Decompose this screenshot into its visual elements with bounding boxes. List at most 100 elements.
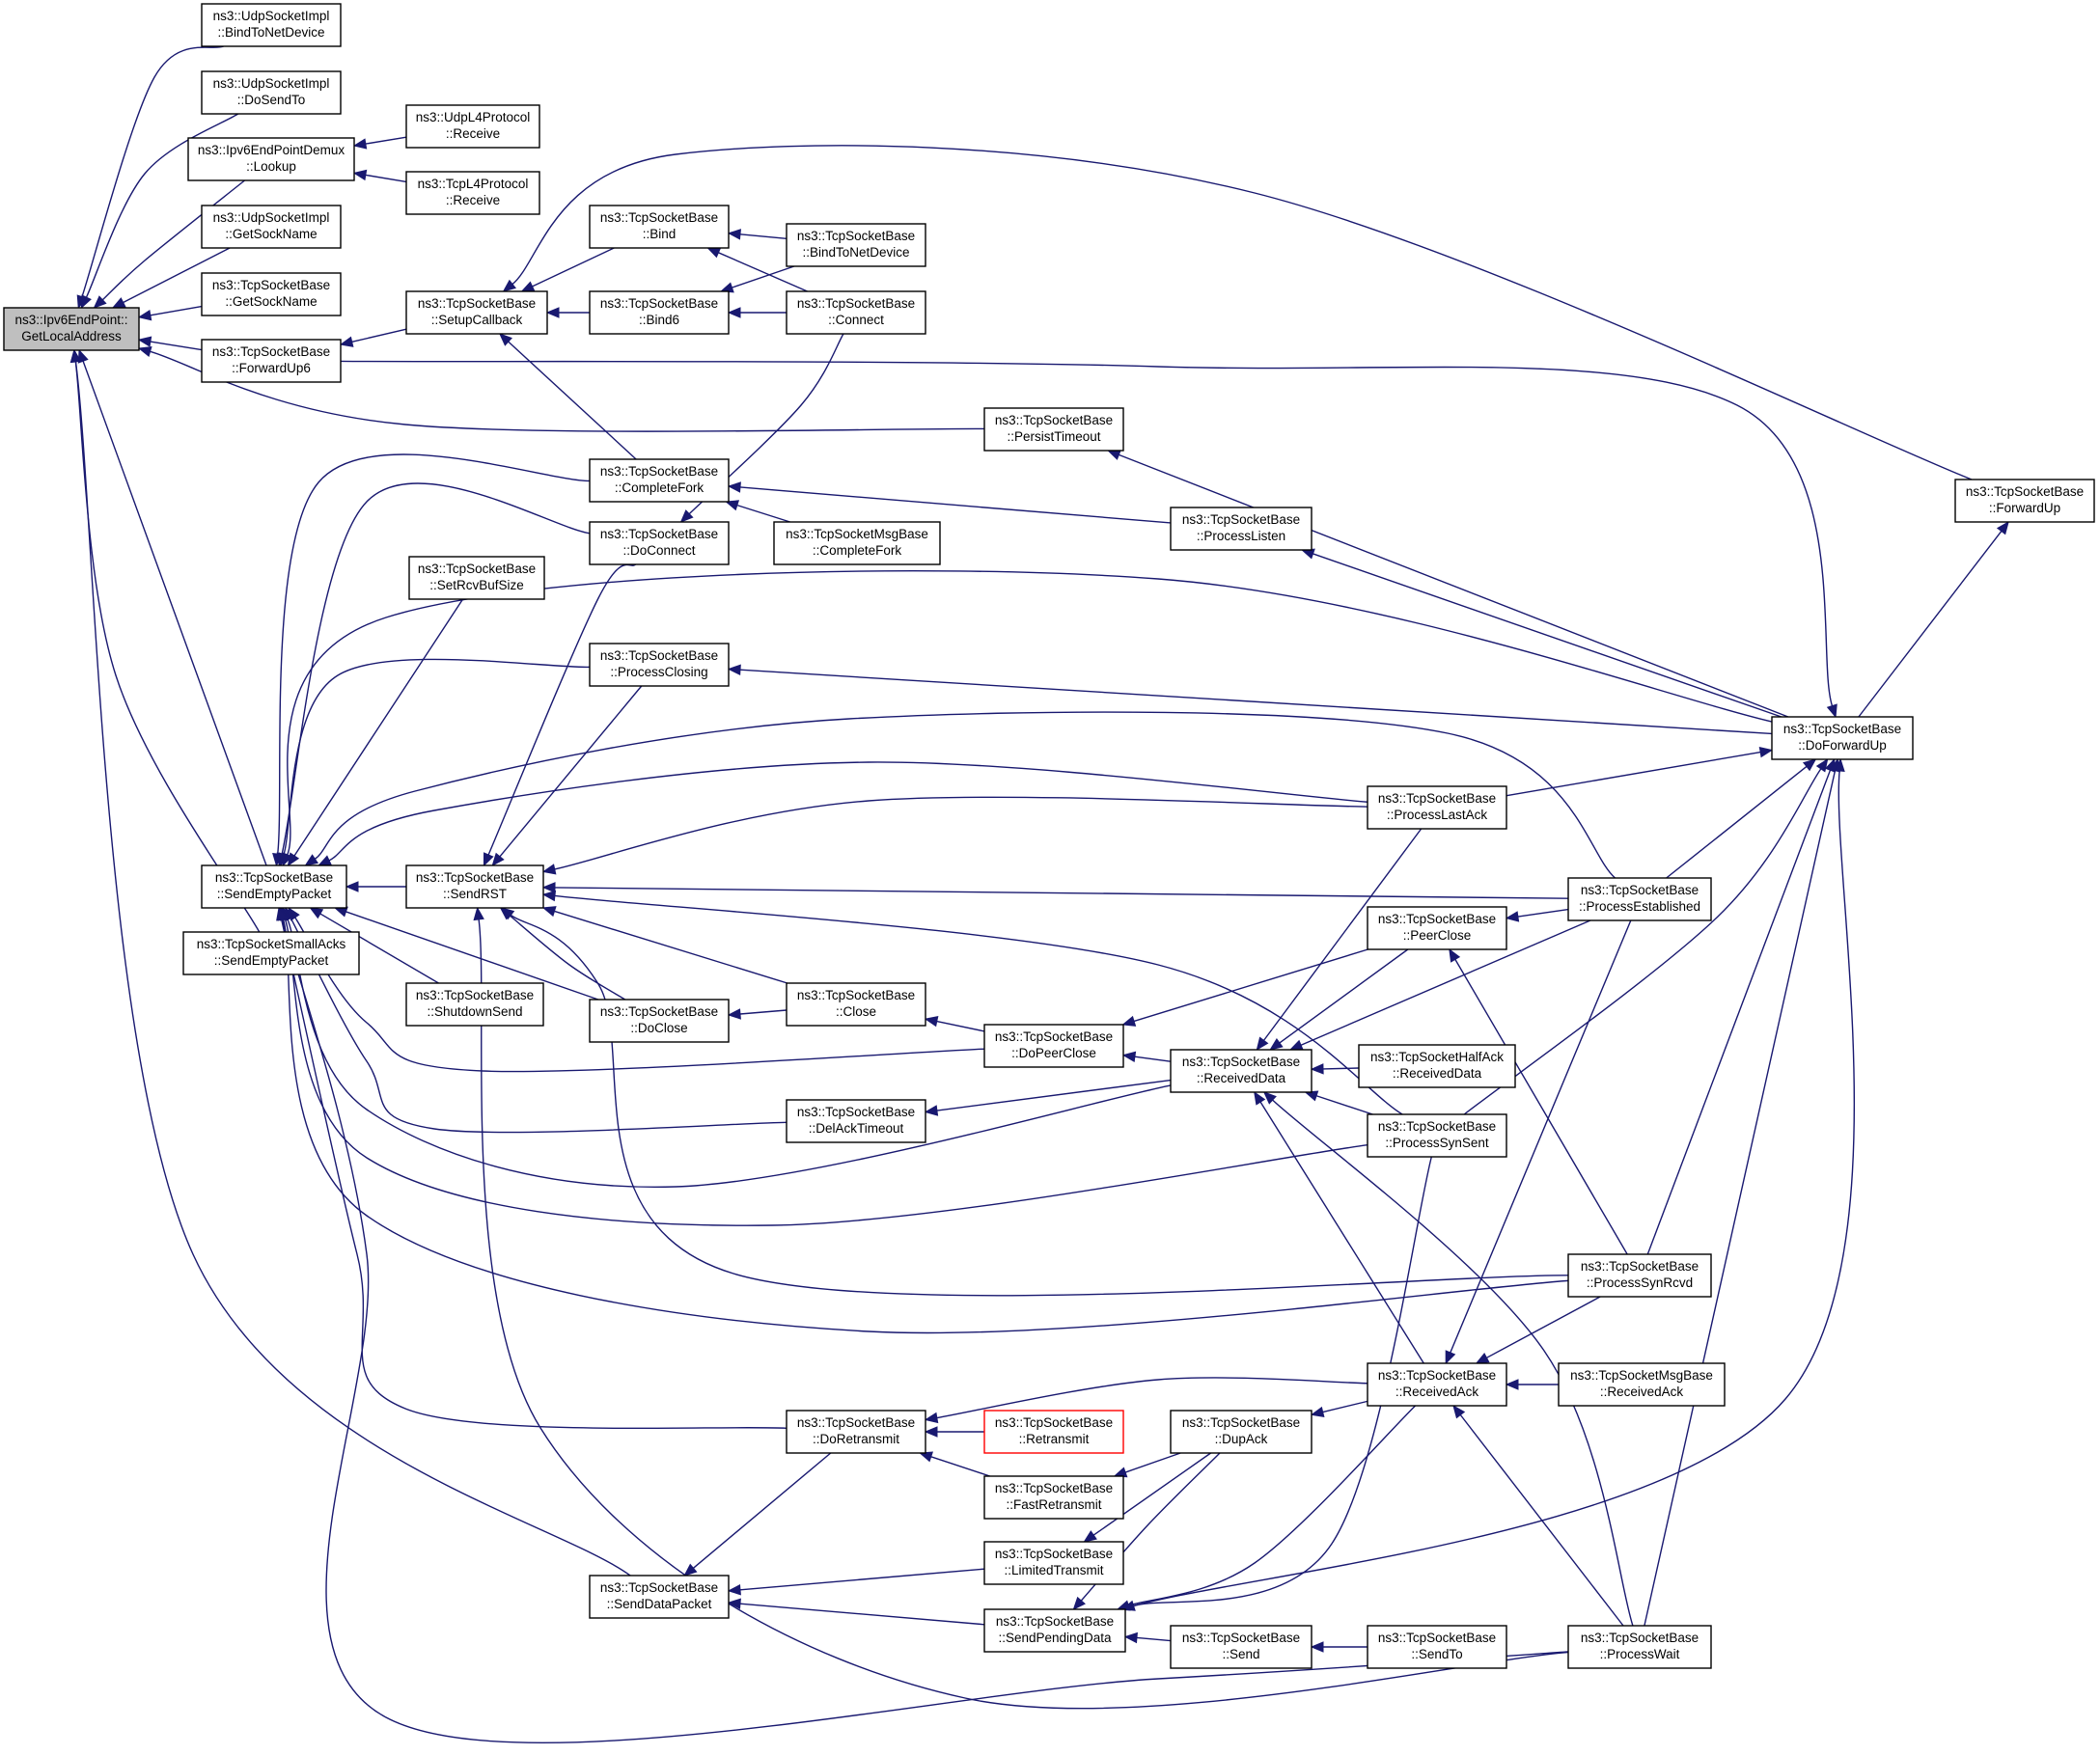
node-box[interactable] xyxy=(408,556,545,600)
node-box[interactable] xyxy=(983,1410,1124,1454)
node-box[interactable] xyxy=(405,982,544,1027)
node-close[interactable]: ns3::TcpSocketBase::Close xyxy=(786,982,926,1027)
node-persisttimeout[interactable]: ns3::TcpSocketBase::PersistTimeout xyxy=(983,407,1124,452)
node-box[interactable] xyxy=(1367,1625,1507,1669)
node-bind6[interactable]: ns3::TcpSocketBase::Bind6 xyxy=(589,290,730,335)
node-box[interactable] xyxy=(786,290,926,335)
node-dopeerclose[interactable]: ns3::TcpSocketBase::DoPeerClose xyxy=(983,1024,1124,1068)
node-box[interactable] xyxy=(201,70,342,115)
node-box[interactable] xyxy=(1567,1253,1712,1298)
node-box[interactable] xyxy=(589,999,730,1043)
node-box[interactable] xyxy=(201,272,342,316)
node-box[interactable] xyxy=(1358,1044,1516,1088)
node-box[interactable] xyxy=(773,521,941,565)
node-box[interactable] xyxy=(1170,1049,1312,1093)
node-box[interactable] xyxy=(201,864,347,909)
node-box[interactable] xyxy=(1367,906,1507,950)
node-processlastack[interactable]: ns3::TcpSocketBase::ProcessLastAck xyxy=(1367,785,1507,830)
node-smallacks_sendempty[interactable]: ns3::TcpSocketSmallAcks::SendEmptyPacket xyxy=(182,931,360,975)
node-box[interactable] xyxy=(589,290,730,335)
node-dupack[interactable]: ns3::TcpSocketBase::DupAck xyxy=(1170,1410,1312,1454)
node-box[interactable] xyxy=(1170,507,1312,551)
node-box[interactable] xyxy=(786,1099,926,1143)
node-tcp_getsockname[interactable]: ns3::TcpSocketBase::GetSockName xyxy=(201,272,342,316)
node-box[interactable] xyxy=(1567,877,1712,921)
node-processsynrcvd[interactable]: ns3::TcpSocketBase::ProcessSynRcvd xyxy=(1567,1253,1712,1298)
node-box[interactable] xyxy=(1367,785,1507,830)
node-sendto[interactable]: ns3::TcpSocketBase::SendTo xyxy=(1367,1625,1507,1669)
node-receivedack[interactable]: ns3::TcpSocketBase::ReceivedAck xyxy=(1367,1362,1507,1407)
node-box[interactable] xyxy=(786,223,926,267)
node-box[interactable] xyxy=(201,339,342,383)
node-box[interactable] xyxy=(983,1475,1124,1520)
node-processlisten[interactable]: ns3::TcpSocketBase::ProcessListen xyxy=(1170,507,1312,551)
node-completefork[interactable]: ns3::TcpSocketBase::CompleteFork xyxy=(589,458,730,503)
node-box[interactable] xyxy=(201,205,342,249)
node-box[interactable] xyxy=(405,171,540,215)
node-forwardup[interactable]: ns3::TcpSocketBase::ForwardUp xyxy=(1954,479,2095,523)
node-box[interactable] xyxy=(1558,1362,1726,1407)
node-bind[interactable]: ns3::TcpSocketBase::Bind xyxy=(589,205,730,249)
node-processwait[interactable]: ns3::TcpSocketBase::ProcessWait xyxy=(1567,1625,1712,1669)
node-sendrst[interactable]: ns3::TcpSocketBase::SendRST xyxy=(405,864,544,909)
node-udp_getsockname[interactable]: ns3::UdpSocketImpl::GetSockName xyxy=(201,205,342,249)
node-box[interactable] xyxy=(983,1541,1124,1585)
node-receiveddata[interactable]: ns3::TcpSocketBase::ReceivedData xyxy=(1170,1049,1312,1093)
node-box[interactable] xyxy=(201,3,342,47)
node-senddatapacket[interactable]: ns3::TcpSocketBase::SendDataPacket xyxy=(589,1575,730,1619)
node-peerclose[interactable]: ns3::TcpSocketBase::PeerClose xyxy=(1367,906,1507,950)
node-setrcvbufsize[interactable]: ns3::TcpSocketBase::SetRcvBufSize xyxy=(408,556,545,600)
node-box[interactable] xyxy=(589,521,730,565)
node-box[interactable] xyxy=(786,982,926,1027)
node-doclose[interactable]: ns3::TcpSocketBase::DoClose xyxy=(589,999,730,1043)
node-box[interactable] xyxy=(786,1410,926,1454)
node-shutdownsend[interactable]: ns3::TcpSocketBase::ShutdownSend xyxy=(405,982,544,1027)
node-box[interactable] xyxy=(1567,1625,1712,1669)
node-msg_receivedack[interactable]: ns3::TcpSocketMsgBase::ReceivedAck xyxy=(1558,1362,1726,1407)
node-send[interactable]: ns3::TcpSocketBase::Send xyxy=(1170,1625,1312,1669)
node-delacktimeout[interactable]: ns3::TcpSocketBase::DelAckTimeout xyxy=(786,1099,926,1143)
node-box[interactable] xyxy=(983,1024,1124,1068)
node-processsynsent[interactable]: ns3::TcpSocketBase::ProcessSynSent xyxy=(1367,1113,1507,1158)
node-box[interactable] xyxy=(405,864,544,909)
node-box[interactable] xyxy=(983,407,1124,452)
node-msg_completefork[interactable]: ns3::TcpSocketMsgBase::CompleteFork xyxy=(773,521,941,565)
node-demux_lookup[interactable]: ns3::Ipv6EndPointDemux::Lookup xyxy=(187,137,355,181)
node-retransmit[interactable]: ns3::TcpSocketBase::Retransmit xyxy=(983,1410,1124,1454)
node-bindtonetdevice[interactable]: ns3::TcpSocketBase::BindToNetDevice xyxy=(786,223,926,267)
node-box[interactable] xyxy=(405,104,540,149)
node-box[interactable] xyxy=(1170,1410,1312,1454)
node-box[interactable] xyxy=(589,205,730,249)
node-processestablished[interactable]: ns3::TcpSocketBase::ProcessEstablished xyxy=(1567,877,1712,921)
node-doconnect[interactable]: ns3::TcpSocketBase::DoConnect xyxy=(589,521,730,565)
node-box[interactable] xyxy=(1954,479,2095,523)
node-tcp_l4_receive[interactable]: ns3::TcpL4Protocol::Receive xyxy=(405,171,540,215)
node-forwardup6[interactable]: ns3::TcpSocketBase::ForwardUp6 xyxy=(201,339,342,383)
node-processclosing[interactable]: ns3::TcpSocketBase::ProcessClosing xyxy=(589,643,730,687)
node-doforwardup[interactable]: ns3::TcpSocketBase::DoForwardUp xyxy=(1771,716,1914,760)
node-sendemptypacket[interactable]: ns3::TcpSocketBase::SendEmptyPacket xyxy=(201,864,347,909)
node-udp_bind[interactable]: ns3::UdpSocketImpl::BindToNetDevice xyxy=(201,3,342,47)
node-box[interactable] xyxy=(3,307,140,351)
node-doretransmit[interactable]: ns3::TcpSocketBase::DoRetransmit xyxy=(786,1410,926,1454)
node-box[interactable] xyxy=(1771,716,1914,760)
node-box[interactable] xyxy=(1367,1113,1507,1158)
node-halfack_receiveddata[interactable]: ns3::TcpSocketHalfAck::ReceivedData xyxy=(1358,1044,1516,1088)
node-udp_l4_receive[interactable]: ns3::UdpL4Protocol::Receive xyxy=(405,104,540,149)
node-box[interactable] xyxy=(187,137,355,181)
node-root[interactable]: ns3::Ipv6EndPoint::GetLocalAddress xyxy=(3,307,140,351)
node-box[interactable] xyxy=(983,1608,1126,1653)
node-udp_dosendto[interactable]: ns3::UdpSocketImpl::DoSendTo xyxy=(201,70,342,115)
node-box[interactable] xyxy=(589,1575,730,1619)
node-box[interactable] xyxy=(589,643,730,687)
node-limitedtransmit[interactable]: ns3::TcpSocketBase::LimitedTransmit xyxy=(983,1541,1124,1585)
node-box[interactable] xyxy=(182,931,360,975)
node-setupcallback[interactable]: ns3::TcpSocketBase::SetupCallback xyxy=(405,290,548,335)
node-box[interactable] xyxy=(1367,1362,1507,1407)
node-box[interactable] xyxy=(589,458,730,503)
node-box[interactable] xyxy=(1170,1625,1312,1669)
node-fastretransmit[interactable]: ns3::TcpSocketBase::FastRetransmit xyxy=(983,1475,1124,1520)
node-sendpendingdata[interactable]: ns3::TcpSocketBase::SendPendingData xyxy=(983,1608,1126,1653)
node-box[interactable] xyxy=(405,290,548,335)
node-connect[interactable]: ns3::TcpSocketBase::Connect xyxy=(786,290,926,335)
